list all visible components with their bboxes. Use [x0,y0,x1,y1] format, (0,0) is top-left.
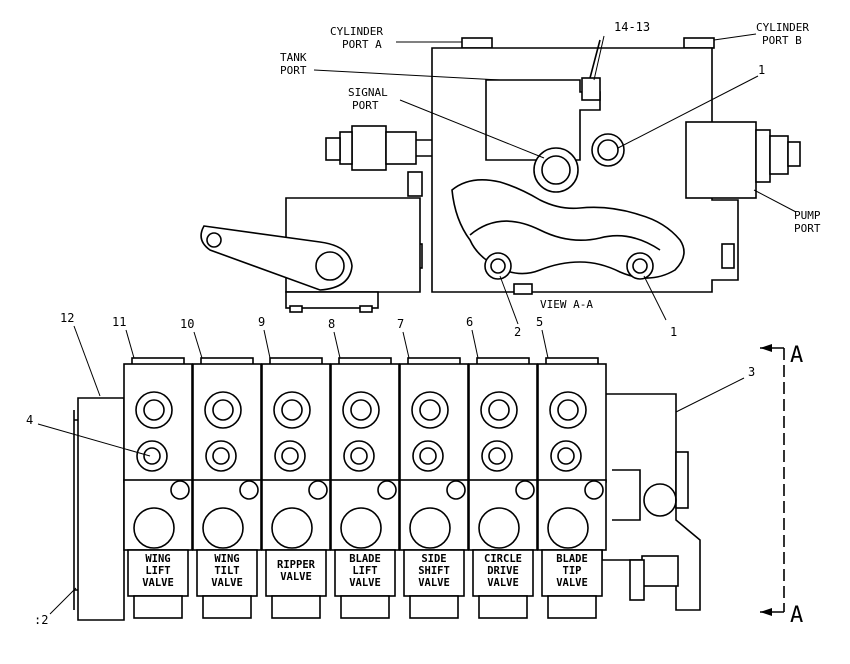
signal-port-label-line2: PORT [352,99,379,112]
circle-drive-valve-label-line-1: CIRCLE [484,553,522,565]
blade-lift-valve-label-line-1: BLADE [349,553,381,565]
blade-lift-valve-label-line-3: VALVE [349,577,381,589]
wing-tilt-valve-label-line-3: VALVE [211,577,243,589]
ripper-valve-label-line-2: VALVE [280,571,312,583]
cylinder-port-b-label-line1: CYLINDER [756,21,809,34]
view-a-a-labels: CYLINDER PORT A CYLINDER PORT B TANK POR… [280,20,821,339]
callout-7: 7 [397,317,404,331]
callout-1-top: 1 [758,63,765,77]
callout-3: 3 [748,365,755,379]
wing-tilt-valve-label-line-1: WING [214,553,239,565]
wing-tilt-valve-label-line-2: TILT [214,565,239,577]
callout-14-13: 14-13 [614,20,650,34]
callout-10: 10 [180,317,194,331]
callout-5: 5 [536,315,543,329]
cylinder-port-a-label-line1: CYLINDER [330,25,383,38]
callout-9: 9 [258,315,265,329]
cylinder-port-b-label-line2: PORT B [762,34,802,47]
callout-6: 6 [466,315,473,329]
circle-drive-valve-label-line-2: DRIVE [487,565,519,577]
side-shift-valve-label-line-1: SIDE [421,553,446,565]
section-mark-bottom: A [790,603,803,628]
section-a-markers: A A [760,343,803,628]
blade-tip-valve-label-line-3: VALVE [556,577,588,589]
callout-8: 8 [328,317,335,331]
valve-sections: WINGLIFTVALVEWINGTILTVALVERIPPERVALVEBLA… [123,357,607,619]
callout-1-bottom: 1 [670,325,677,339]
valve-bank-labels: 12 11 10 9 8 7 6 5 3 4 :2 [26,311,755,627]
tank-port-label-line1: TANK [280,51,307,64]
blade-lift-valve-label-line-2: LIFT [352,565,377,577]
signal-port-label-line1: SIGNAL [348,86,388,99]
blade-tip-valve-label-line-1: BLADE [556,553,588,565]
callout-11: 11 [112,315,126,329]
ripper-valve-label-line-1: RIPPER [277,559,316,571]
callout-2-bank: :2 [34,613,48,627]
view-a-a-title: VIEW A-A [540,298,593,311]
section-mark-top: A [790,343,803,368]
callout-4: 4 [26,413,33,427]
pump-port-label-line1: PUMP [794,209,821,222]
view-a-a-drawing [200,37,801,313]
wing-lift-valve-label-line-1: WING [145,553,170,565]
wing-lift-valve-label-line-2: LIFT [145,565,170,577]
pump-port-label-line2: PORT [794,222,821,235]
cylinder-port-a-label-line2: PORT A [342,38,382,51]
valve-bank-drawing [73,393,701,621]
side-shift-valve-label-line-2: SHIFT [418,565,450,577]
wing-lift-valve-label-line-3: VALVE [142,577,174,589]
callout-2-view: 2 [514,325,521,339]
tank-port-label-line2: PORT [280,64,307,77]
side-shift-valve-label-line-3: VALVE [418,577,450,589]
circle-drive-valve-label-line-3: VALVE [487,577,519,589]
callout-12: 12 [60,311,74,325]
blade-tip-valve-label-line-2: TIP [563,565,582,577]
